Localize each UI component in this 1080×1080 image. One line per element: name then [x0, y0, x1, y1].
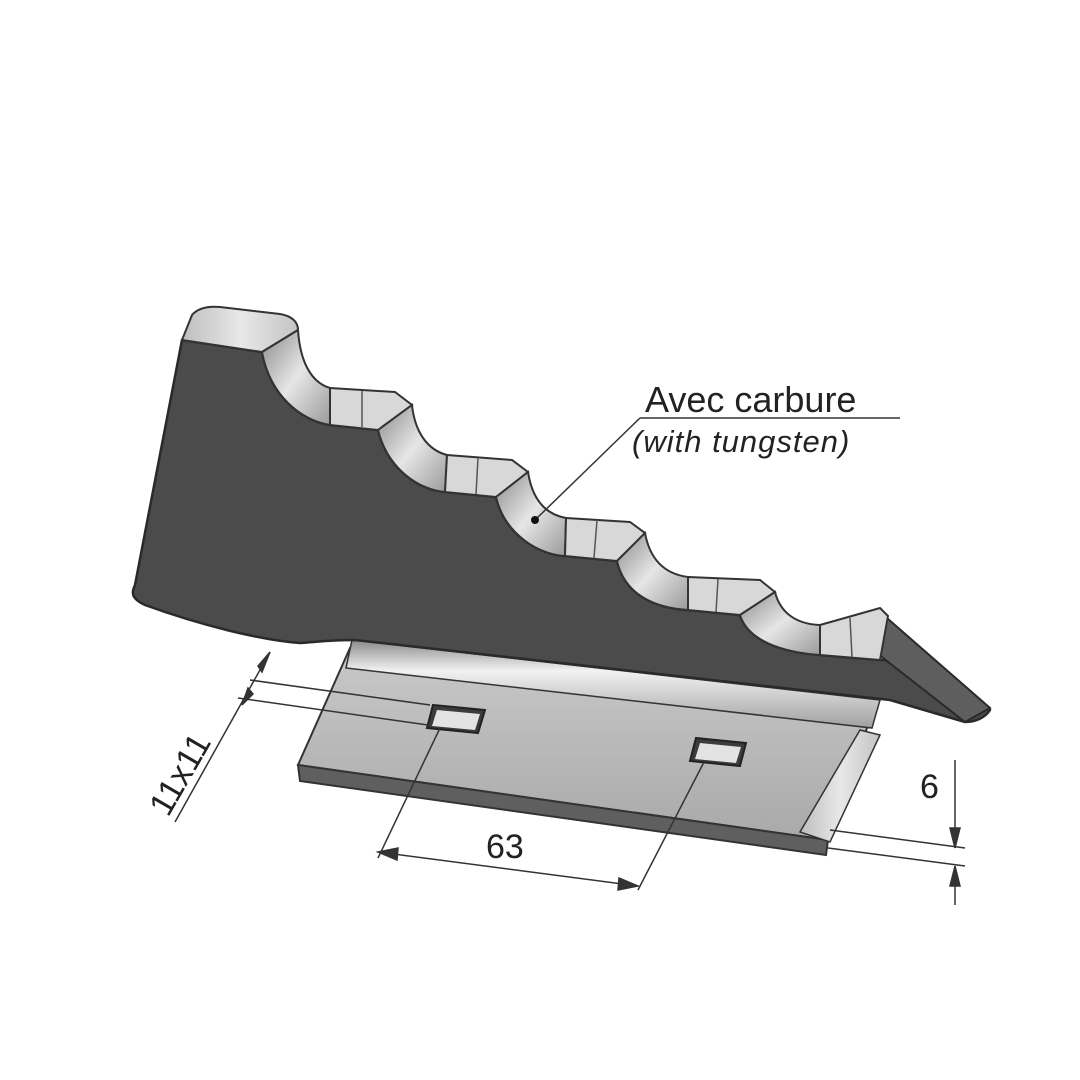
square-hole-right-inner: [695, 743, 741, 763]
leader-dot: [531, 516, 539, 524]
dimension-hole-spacing-label: 63: [486, 828, 524, 866]
carbide-notch-5: [738, 590, 890, 662]
dimension-thickness-label: 6: [920, 768, 939, 806]
carbide-notch-2: [376, 403, 530, 499]
annotation-subtitle: (with tungsten): [632, 424, 850, 459]
carbide-cap-1: [180, 305, 300, 354]
dimension-hole-spacing: [375, 727, 705, 891]
annotation-title: Avec carbure: [645, 379, 856, 420]
dimension-thickness: [827, 760, 966, 905]
annotation-leader: [531, 417, 900, 524]
base-plate-front-edge: [296, 763, 830, 857]
base-plate: [296, 639, 882, 857]
dimension-hole-size: [174, 651, 431, 823]
base-plate-right-bevel: [798, 729, 882, 843]
square-hole-left-inner: [432, 710, 480, 730]
dimension-hole-size-label: 11x11: [142, 727, 219, 822]
blade-body: [131, 305, 992, 724]
